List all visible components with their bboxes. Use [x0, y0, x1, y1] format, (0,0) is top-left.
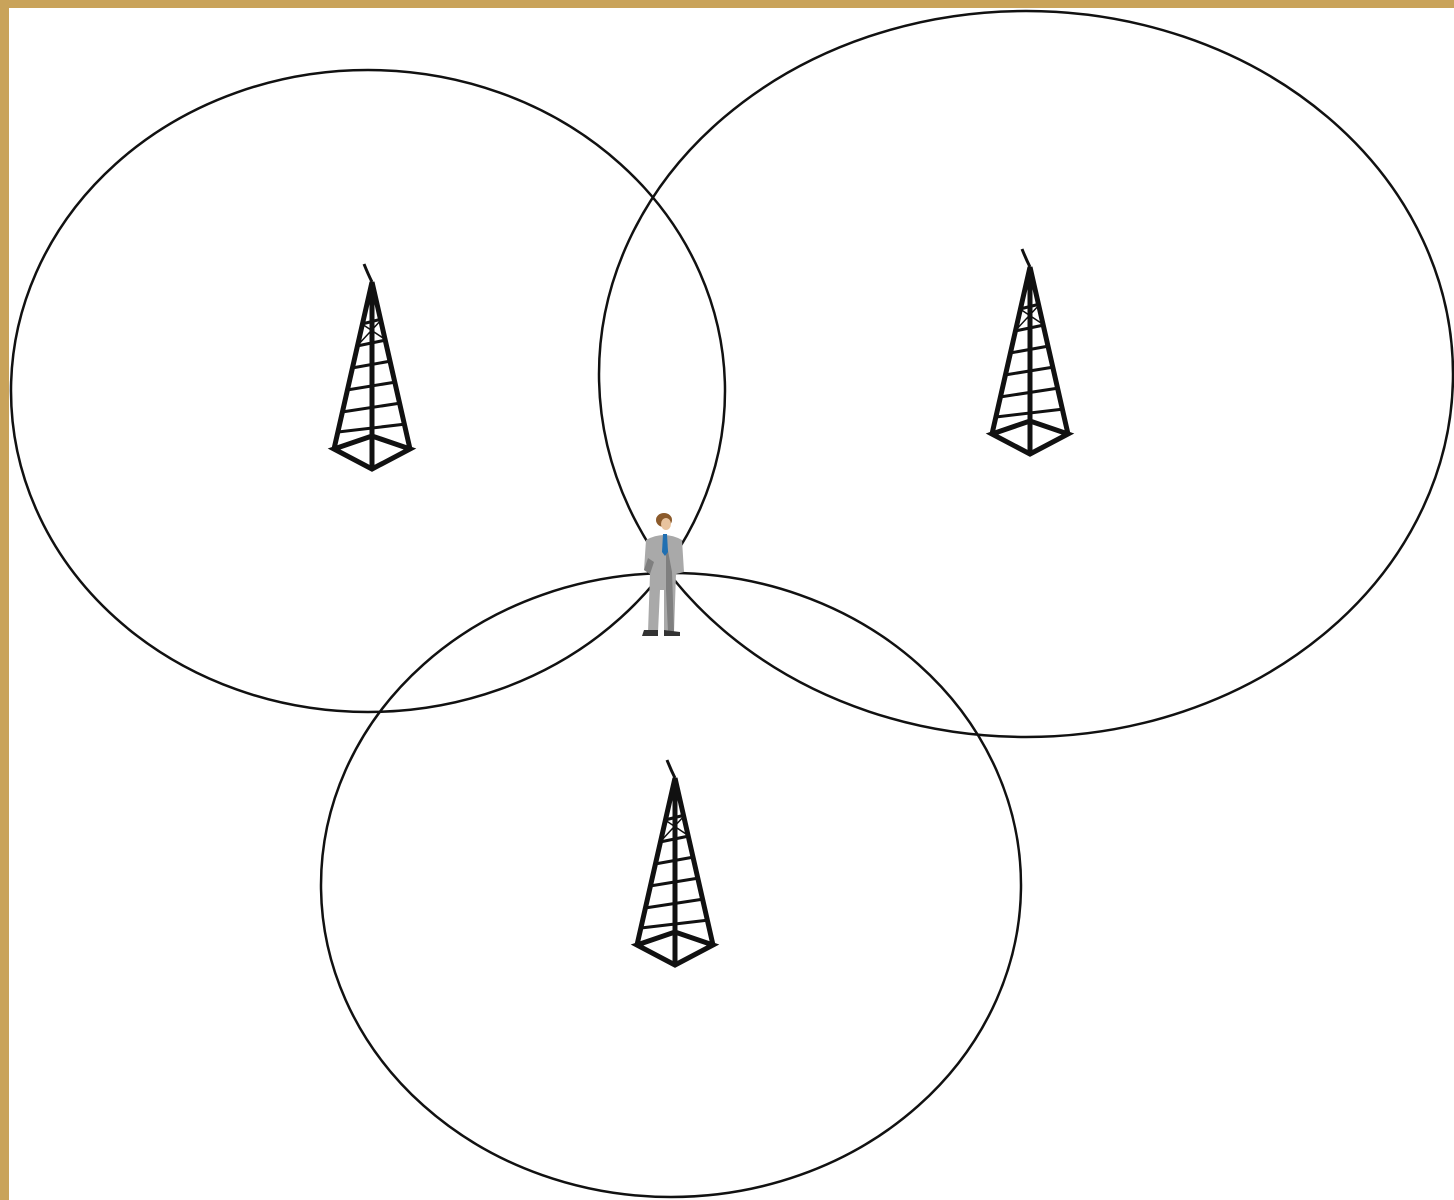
- radio-tower-icon: [992, 249, 1068, 454]
- radio-tower-icon: [334, 264, 410, 469]
- coverage-circle-2: [599, 11, 1453, 737]
- coverage-circle-1: [11, 70, 725, 712]
- radio-tower-icon: [637, 760, 713, 965]
- coverage-circle-3: [321, 573, 1021, 1197]
